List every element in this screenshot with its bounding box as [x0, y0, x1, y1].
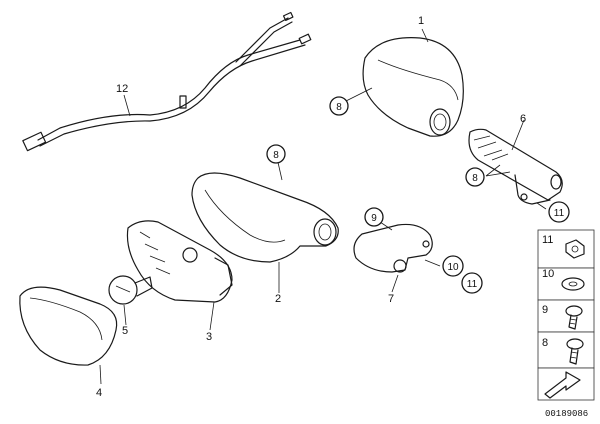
nut-icon: [565, 239, 585, 259]
callout-6: 6: [520, 113, 526, 125]
svg-text:8: 8: [273, 150, 279, 161]
turn-signal-housing: [191, 172, 339, 263]
bulb: [108, 275, 153, 305]
arrow-icon: [544, 371, 581, 399]
screw-icon: [566, 338, 584, 365]
svg-text:8: 8: [336, 102, 342, 113]
legend-label-11: 11: [542, 234, 553, 246]
callout-12: 12: [116, 83, 128, 95]
legend-label-10: 10: [542, 268, 554, 280]
screw-icon: [565, 305, 583, 330]
circle-callout-8c: 8: [266, 144, 286, 164]
callout-4: 4: [96, 387, 102, 399]
mounting-bracket: [353, 223, 433, 273]
circle-callout-9a: 9: [364, 207, 384, 227]
callout-5: 5: [122, 325, 128, 337]
callout-1: 1: [418, 15, 424, 27]
lens: [19, 286, 118, 366]
circle-callout-8a: 8: [329, 96, 349, 116]
callout-3: 3: [206, 331, 212, 343]
svg-text:9: 9: [371, 213, 377, 224]
rear-housing: [362, 37, 464, 137]
svg-text:10: 10: [447, 262, 459, 273]
callout-2: 2: [275, 293, 281, 305]
leader-lines: [99, 28, 547, 385]
svg-text:11: 11: [467, 279, 478, 290]
rubber-mount: [468, 128, 563, 205]
washer-icon: [561, 277, 585, 291]
circle-callout-10: 10: [442, 255, 464, 277]
circle-callout-11a: 11: [548, 201, 570, 223]
svg-text:8: 8: [472, 173, 478, 184]
svg-text:11: 11: [554, 208, 565, 219]
circle-callout-8b: 8: [465, 167, 485, 187]
legend-label-8: 8: [542, 337, 548, 349]
bulb-socket: [126, 220, 233, 303]
diagram-number: 00189086: [545, 409, 588, 419]
callout-7: 7: [388, 293, 394, 305]
circle-callout-11b: 11: [461, 272, 483, 294]
fastener-legend: 11 10 9 8: [537, 229, 595, 401]
legend-label-9: 9: [542, 304, 548, 316]
wire-harness: [22, 11, 312, 152]
